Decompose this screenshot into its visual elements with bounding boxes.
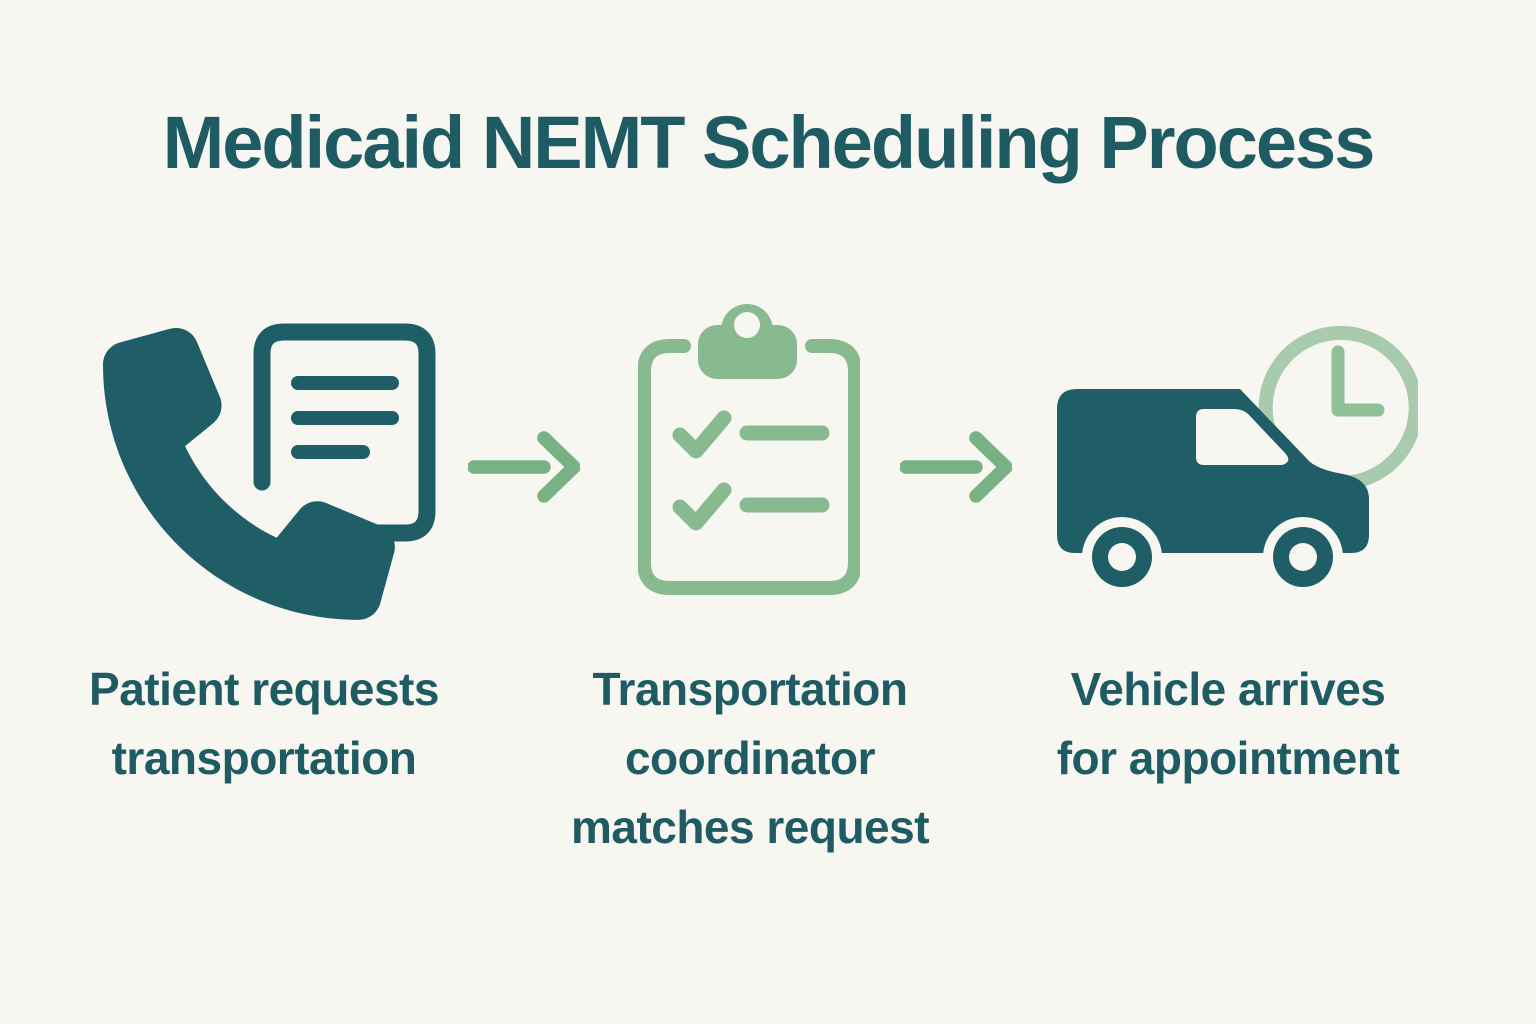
checkmark-icon [672,410,732,459]
clock-hands [1331,345,1385,417]
clipboard-board [638,339,860,595]
phone-document-icon [95,320,440,620]
clock-icon [1258,325,1418,490]
van-window [1196,409,1289,465]
page-title: Medicaid NEMT Scheduling Process [162,101,1376,184]
document-icon [253,323,436,542]
arrow-right-icon [900,425,1012,505]
van-body [1057,389,1369,553]
step-label-vehicle-arrival: Vehicle arrives for appointment [1056,663,1400,784]
arrow-right-icon [468,425,580,505]
phone-handset-icon [103,327,395,620]
checkmark-icon [672,482,732,531]
step-label-patient-request: Patient requests transportation [89,663,439,784]
clipboard-checklist-icon [638,295,860,600]
step-label-coordinator-match: Transportation coordinator matches reque… [570,663,930,853]
van-clock-icon [1048,322,1418,607]
